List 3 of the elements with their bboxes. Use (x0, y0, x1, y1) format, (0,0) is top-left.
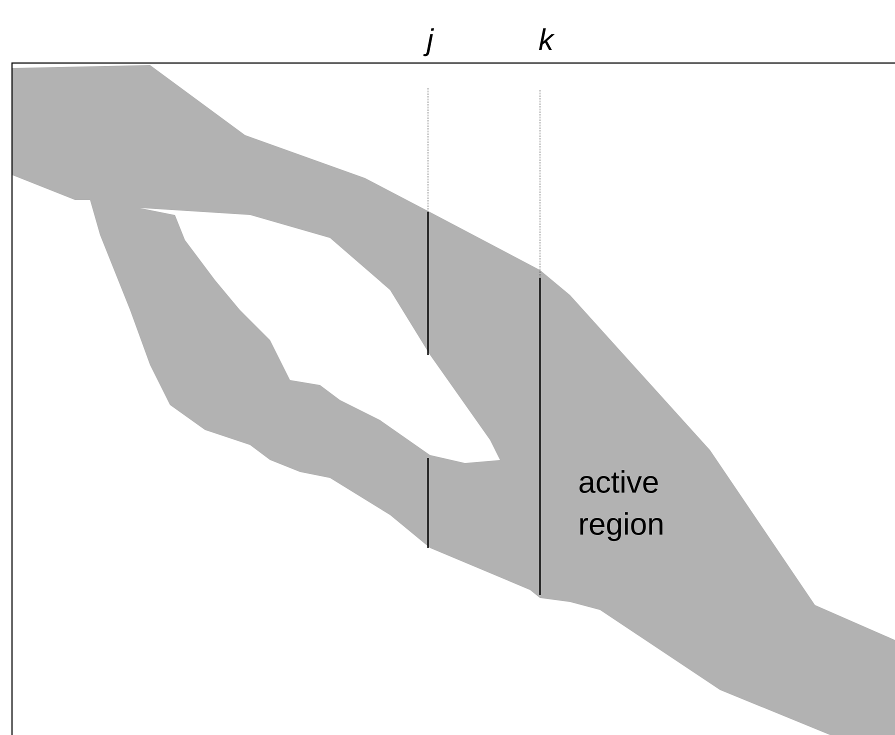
region-label: active region (580, 470, 662, 542)
index-label: j (423, 28, 434, 56)
index-label: k (539, 28, 555, 50)
